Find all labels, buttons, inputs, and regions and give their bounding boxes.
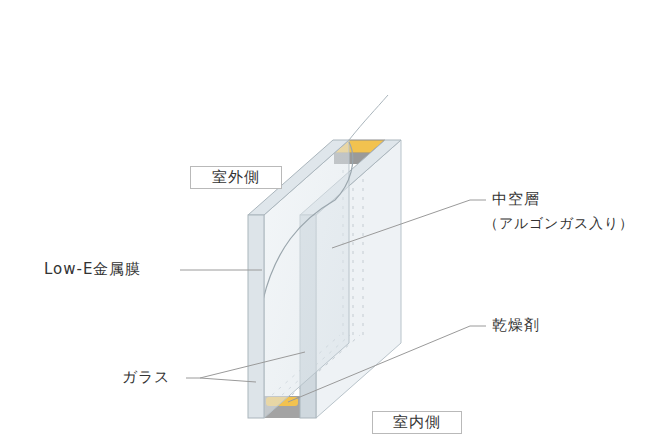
leader-line bbox=[180, 270, 262, 271]
side-tag: 室内側 bbox=[372, 411, 462, 434]
part-label: 乾燥剤 bbox=[492, 316, 540, 335]
side-label: 室内側 bbox=[393, 413, 441, 432]
part-label: （アルゴンガス入り） bbox=[484, 215, 634, 233]
desiccant-dots bbox=[353, 170, 354, 335]
side-label: 室外側 bbox=[212, 168, 260, 187]
cut-line bbox=[349, 95, 388, 140]
part-label: 中空層 bbox=[492, 190, 540, 209]
side-tag: 室外側 bbox=[190, 166, 282, 189]
outer-pane-edge bbox=[248, 215, 264, 418]
part-label: Low-E金属膜 bbox=[44, 260, 141, 279]
leader-line bbox=[332, 200, 486, 248]
desiccant-dots bbox=[363, 170, 364, 335]
leader-line bbox=[288, 326, 486, 402]
part-label: ガラス bbox=[122, 368, 170, 387]
leader-line bbox=[200, 378, 256, 382]
leader-line bbox=[186, 352, 305, 378]
